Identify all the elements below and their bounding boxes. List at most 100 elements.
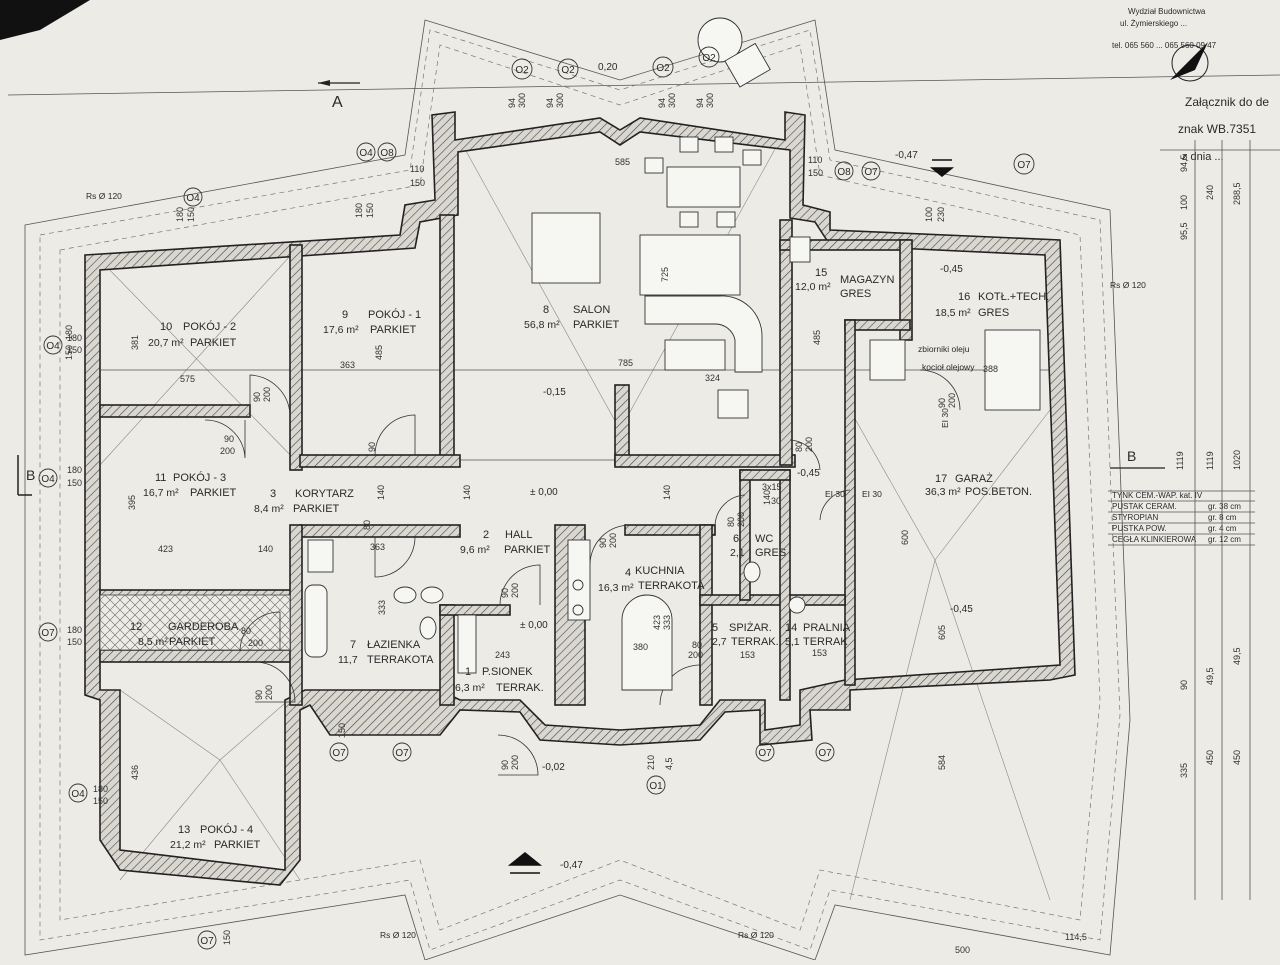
room-label-r11: 11 POKÓJ - 3 16,7 m² PARKIET — [143, 471, 237, 499]
svg-text:0,20: 0,20 — [598, 62, 618, 73]
svg-text:95,5: 95,5 — [1179, 222, 1189, 240]
svg-text:7: 7 — [350, 639, 356, 651]
svg-text:4: 4 — [625, 567, 631, 579]
svg-text:PUSTAK CERAM.: PUSTAK CERAM. — [1112, 502, 1177, 511]
room-label-r16: 16 KOTŁ.+TECH. 18,5 m² GRES — [935, 291, 1049, 319]
svg-text:288,5: 288,5 — [1232, 182, 1242, 205]
svg-text:2: 2 — [483, 529, 489, 541]
svg-text:5,1: 5,1 — [785, 636, 800, 648]
door-swings — [204, 369, 961, 776]
svg-text:2,7: 2,7 — [712, 636, 727, 648]
svg-text:180: 180 — [175, 207, 185, 222]
svg-text:KUCHNIA: KUCHNIA — [635, 565, 685, 577]
svg-text:16: 16 — [958, 291, 970, 303]
svg-text:200: 200 — [264, 685, 274, 700]
entrance-arrow-icon — [507, 852, 543, 874]
svg-text:210: 210 — [646, 755, 656, 770]
svg-text:17: 17 — [935, 473, 947, 485]
svg-text:O4: O4 — [46, 341, 60, 352]
svg-text:TERRAKOTA: TERRAKOTA — [638, 580, 705, 592]
svg-text:150: 150 — [64, 345, 74, 360]
svg-text:140: 140 — [662, 485, 672, 500]
left-dimensions: 180 150 180 150 180 150 180 150 — [67, 333, 108, 806]
section-mark-a: A — [318, 80, 360, 111]
svg-text:6: 6 — [733, 533, 739, 545]
svg-text:230: 230 — [936, 207, 946, 222]
room-label-r3: 3 KORYTARZ 8,4 m² PARKIET — [254, 488, 354, 515]
window-dimensions: 94 300 94 300 94 300 94 300 180 150 110 … — [175, 93, 946, 945]
svg-text:STYROPIAN: STYROPIAN — [1112, 513, 1158, 522]
svg-text:200: 200 — [804, 437, 814, 452]
svg-text:4,5: 4,5 — [664, 757, 674, 770]
svg-text:140: 140 — [462, 485, 472, 500]
svg-text:150: 150 — [67, 637, 82, 647]
svg-text:TERRAK: TERRAK — [803, 636, 848, 648]
svg-text:O2: O2 — [561, 65, 575, 76]
svg-text:Rs Ø 120: Rs Ø 120 — [380, 930, 416, 940]
svg-text:180: 180 — [67, 333, 82, 343]
svg-text:90: 90 — [937, 398, 947, 408]
svg-text:180: 180 — [93, 784, 108, 794]
svg-text:335: 335 — [1179, 763, 1189, 778]
svg-text:zbiorniki oleju: zbiorniki oleju — [918, 344, 970, 354]
svg-text:200: 200 — [510, 583, 520, 598]
svg-text:395: 395 — [127, 495, 137, 510]
svg-text:PARKIET: PARKIET — [370, 324, 417, 336]
svg-text:PARKIET: PARKIET — [190, 487, 237, 499]
svg-text:-0,45: -0,45 — [940, 264, 963, 275]
svg-text:80: 80 — [362, 520, 372, 530]
svg-text:114,5: 114,5 — [1065, 932, 1087, 942]
svg-text:5: 5 — [712, 622, 718, 634]
room-label-r9: 9 POKÓJ - 1 17,6 m² PARKIET — [323, 308, 421, 336]
svg-text:PARKIET: PARKIET — [293, 503, 340, 515]
svg-text:450: 450 — [1205, 750, 1215, 765]
svg-text:300: 300 — [555, 93, 565, 108]
svg-text:150: 150 — [93, 796, 108, 806]
svg-text:100: 100 — [924, 207, 934, 222]
svg-text:Wydział Budownictwa: Wydział Budownictwa — [1128, 7, 1206, 16]
svg-text:150: 150 — [186, 207, 196, 222]
svg-text:423: 423 — [158, 544, 173, 554]
svg-text:153: 153 — [740, 650, 755, 660]
svg-text:575: 575 — [180, 374, 195, 384]
svg-text:380: 380 — [633, 642, 648, 652]
svg-text:O8: O8 — [380, 148, 394, 159]
svg-text:znak WB.7351: znak WB.7351 — [1178, 122, 1256, 136]
svg-text:O2: O2 — [515, 65, 529, 76]
svg-text:363: 363 — [370, 542, 385, 552]
svg-text:153: 153 — [812, 648, 827, 658]
svg-text:90: 90 — [500, 588, 510, 598]
svg-text:POKÓJ - 4: POKÓJ - 4 — [200, 823, 253, 836]
svg-text:56,8 m²: 56,8 m² — [524, 319, 560, 331]
svg-text:140: 140 — [376, 485, 386, 500]
grid-axes: O2 O2 O2 O2 O4 O8 O8 O7 O7 O4 O4 O7 O4 O… — [38, 46, 1035, 950]
svg-text:17,6 m²: 17,6 m² — [323, 324, 359, 336]
svg-text:150: 150 — [410, 178, 425, 188]
svg-text:12: 12 — [130, 621, 142, 633]
room-label-r12: 12 GARDEROBA 8,5 m² PARKIET — [130, 621, 239, 648]
svg-text:585: 585 — [615, 157, 630, 167]
svg-text:500: 500 — [955, 945, 970, 955]
fixtures — [304, 17, 1041, 691]
svg-text:9: 9 — [342, 309, 348, 321]
svg-text:EI 30: EI 30 — [862, 489, 882, 499]
svg-text:A: A — [332, 94, 343, 111]
svg-text:TERRAK.: TERRAK. — [731, 636, 779, 648]
svg-text:ul. Żymierskiego ...: ul. Żymierskiego ... — [1120, 19, 1187, 28]
room-label-r7: 7 ŁAZIENKA 11,7 TERRAKOTA — [338, 639, 434, 666]
svg-text:180: 180 — [67, 465, 82, 475]
stamp: Wydział Budownictwa ul. Żymierskiego ...… — [1112, 7, 1217, 50]
svg-text:80: 80 — [726, 517, 736, 527]
svg-text:11,7: 11,7 — [338, 654, 358, 666]
svg-text:725: 725 — [660, 267, 670, 282]
svg-text:243: 243 — [495, 650, 510, 660]
room-label-r4: 4 KUCHNIA 16,3 m² TERRAKOTA — [598, 565, 705, 594]
svg-text:11: 11 — [155, 472, 166, 484]
room-label-r15: 15 MAGAZYN 12,0 m² GRES — [795, 267, 894, 300]
svg-text:94: 94 — [695, 98, 705, 108]
svg-text:HALL: HALL — [505, 529, 533, 541]
svg-text:381: 381 — [130, 335, 140, 350]
svg-text:94: 94 — [657, 98, 667, 108]
svg-text:150: 150 — [67, 478, 82, 488]
